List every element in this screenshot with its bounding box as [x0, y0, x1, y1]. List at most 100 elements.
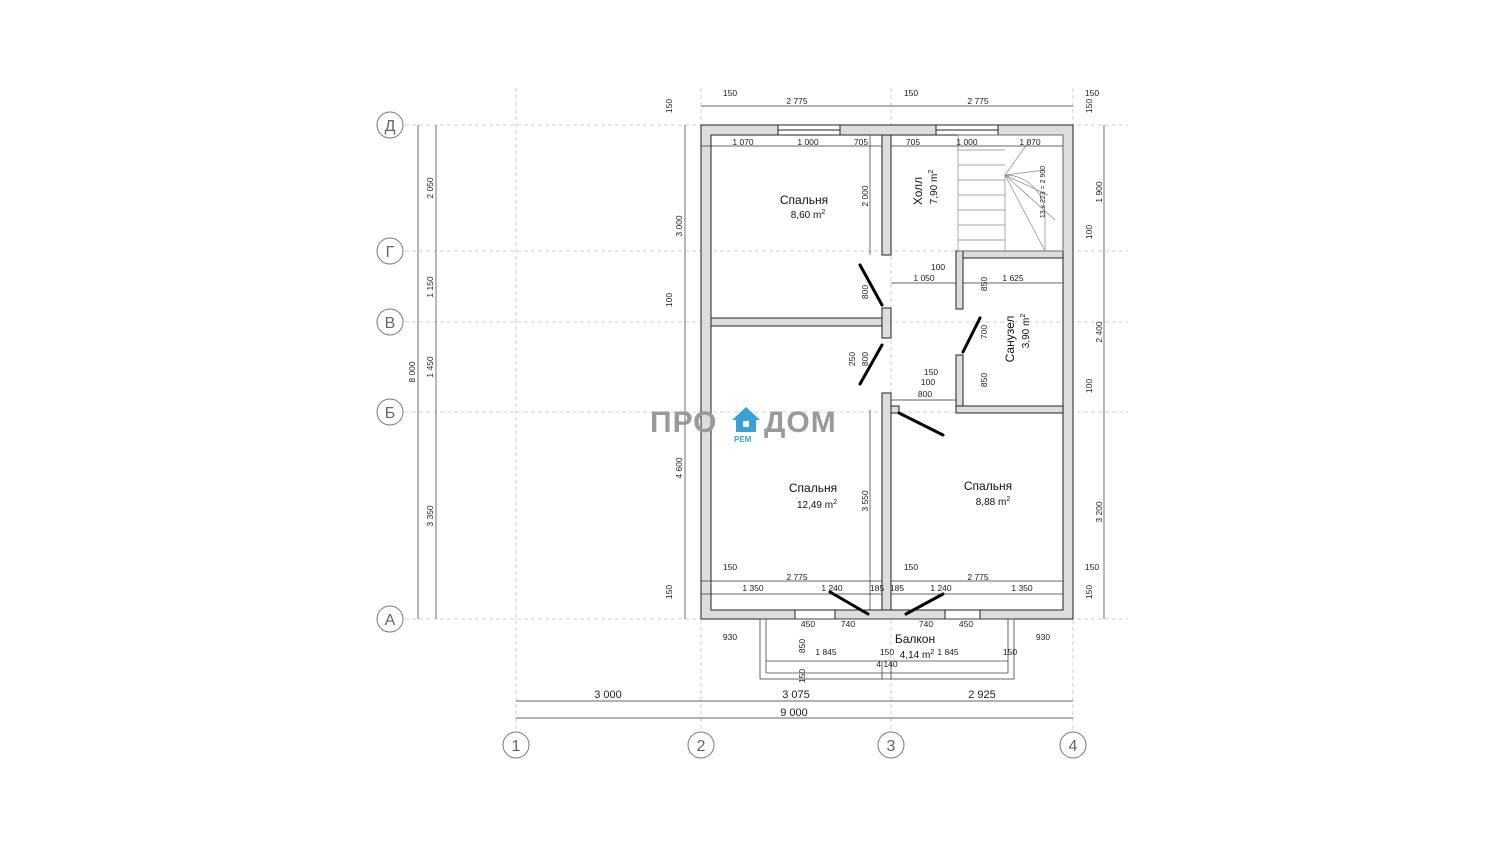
axis-col-2: 2	[697, 738, 706, 755]
dim-top-4: 150	[1085, 88, 1099, 98]
room-bedroom-nw-name: Спальня	[780, 193, 828, 207]
watermark-logo: ПРО РЕМ ДОМ	[648, 402, 858, 450]
axis-row-a: А	[385, 612, 396, 629]
dim-int-11: 150	[924, 367, 938, 377]
dim-int-13: 800	[918, 389, 932, 399]
dim-top-3: 2 775	[967, 96, 989, 106]
dim-right-1: 1 900	[1094, 181, 1104, 203]
dim-top-inner-4: 1 000	[956, 137, 978, 147]
room-bedroom-nw-area: 8,60 m2	[791, 209, 826, 221]
dim-bal-10: 150	[1003, 647, 1017, 657]
logo-text-right: ДОМ	[764, 406, 837, 439]
room-bedroom-sw-name: Спальня	[789, 481, 837, 495]
dim-bi-r-2: 150	[904, 562, 918, 572]
dim-right-6: 150	[1084, 585, 1094, 599]
dim-right-4: 100	[1084, 379, 1094, 393]
dim-left-inner: 150 3 000 100 4 600 150	[664, 99, 684, 599]
dim-right-0: 150	[1084, 99, 1094, 113]
dim-int-6: 1 050	[913, 273, 935, 283]
dim-int-12: 100	[921, 377, 935, 387]
dim-int-7: 1 625	[1002, 273, 1024, 283]
dim-bal-12: 150	[797, 669, 807, 683]
room-bathroom-name: Санузел	[1003, 316, 1017, 363]
logo-sub: РЕМ	[734, 435, 752, 444]
dim-left-total: 8 000	[407, 361, 417, 383]
dim-right-2: 100	[1084, 225, 1094, 239]
room-balcony-area: 4,14 m2	[900, 649, 935, 661]
dim-int-3: 800	[860, 352, 870, 366]
dim-bottom: 3 000 3 075 2 925 9 000	[594, 689, 996, 719]
room-hall-area: 7,90 m2	[928, 170, 940, 205]
dim-left-inner-0: 150	[664, 99, 674, 113]
house-icon	[730, 404, 762, 441]
balcony	[759, 618, 1015, 680]
dim-int-1: 800	[860, 285, 870, 299]
dim-top-inner-3: 705	[906, 137, 920, 147]
room-bedroom-sw-area: 12,49 m2	[797, 499, 837, 511]
dim-int-9: 700	[979, 325, 989, 339]
dim-bottom-total: 9 000	[780, 707, 808, 719]
dim-int-2: 250	[847, 352, 857, 366]
walls	[700, 124, 1074, 620]
axis-col-4: 4	[1069, 738, 1078, 755]
dim-int-5: 100	[931, 262, 945, 272]
dim-left-inner-4: 150	[664, 585, 674, 599]
dimension-lines	[417, 105, 1105, 719]
dim-right: 150 1 900 100 2 400 100 3 200 150	[1084, 99, 1104, 599]
dim-bal-11: 4 140	[876, 659, 898, 669]
axis-bubbles	[376, 111, 1087, 759]
dim-bal-5: 930	[1036, 632, 1050, 642]
dim-bal-9: 1 845	[937, 647, 959, 657]
axis-row-v: В	[385, 315, 396, 332]
staircase	[957, 134, 1064, 252]
dim-int-0: 2 000	[860, 185, 870, 207]
dim-bi-r-1: 1 240	[930, 583, 952, 593]
dim-bi-l-4: 185	[870, 583, 884, 593]
axis-row-d: Д	[385, 118, 396, 135]
room-bathroom-area: 3,90 m2	[1020, 314, 1032, 349]
dim-right-3: 2 400	[1094, 321, 1104, 343]
dim-top-2: 150	[904, 88, 918, 98]
dim-bi-r-0: 185	[890, 583, 904, 593]
dim-left-inner-2: 100	[664, 293, 674, 307]
dim-bi-edge-l: 150	[1085, 562, 1099, 572]
dim-bi-l-1: 2 775	[786, 572, 808, 582]
dim-top-inner-1: 1 000	[797, 137, 819, 147]
dim-bal-1: 450	[801, 619, 815, 629]
dim-top-1: 2 775	[786, 96, 808, 106]
room-bedroom-se-area: 8,88 m2	[976, 496, 1011, 508]
dim-bi-l-2: 1 350	[742, 583, 764, 593]
dim-bottom-0: 3 000	[594, 689, 622, 701]
axis-row-g: Г	[386, 244, 395, 261]
room-bedroom-se-name: Спальня	[964, 479, 1012, 493]
dim-bal-4: 450	[959, 619, 973, 629]
dim-bottom-2: 2 925	[968, 689, 996, 701]
dim-bi-l-3: 1 240	[821, 583, 843, 593]
dim-right-5: 3 200	[1094, 501, 1104, 523]
dim-bi-r-3: 2 775	[967, 572, 989, 582]
dim-bal-7: 1 845	[815, 647, 837, 657]
dim-left-outer: 2 050 1 150 1 450 3 350 8 000	[407, 177, 435, 527]
dim-top: 150 2 775 150 2 775 150	[723, 88, 1099, 106]
dim-int-14: 13 x 223 = 2 900	[1040, 166, 1047, 218]
dim-bottom-1: 3 075	[782, 689, 810, 701]
dim-int-8: 850	[979, 277, 989, 291]
dim-left-inner-1: 3 000	[674, 215, 684, 237]
axis-col-3: 3	[887, 738, 896, 755]
dim-bal-0: 930	[723, 632, 737, 642]
dim-int-4: 3 550	[860, 490, 870, 512]
dim-int-10: 850	[979, 373, 989, 387]
dim-bi-l-0: 150	[723, 562, 737, 572]
dim-bal-3: 740	[919, 619, 933, 629]
dim-balcony: 930 450 740 740 450 930 850 1 845 150 1 …	[723, 619, 1050, 683]
dim-bi-r-4: 1 350	[1011, 583, 1033, 593]
axis-col-1: 1	[512, 738, 521, 755]
logo-text-left: ПРО	[650, 406, 718, 439]
axis-row-b: Б	[385, 405, 396, 422]
dim-left-outer-2: 1 450	[425, 356, 435, 378]
dim-top-inner-2: 705	[854, 137, 868, 147]
dim-top-inner: 1 070 1 000 705 705 1 000 1 070	[732, 137, 1041, 147]
room-hall-name: Холл	[911, 177, 925, 205]
dim-interior: 2 000 800 250 800 3 550 100 1 050 1 625 …	[847, 166, 1047, 512]
